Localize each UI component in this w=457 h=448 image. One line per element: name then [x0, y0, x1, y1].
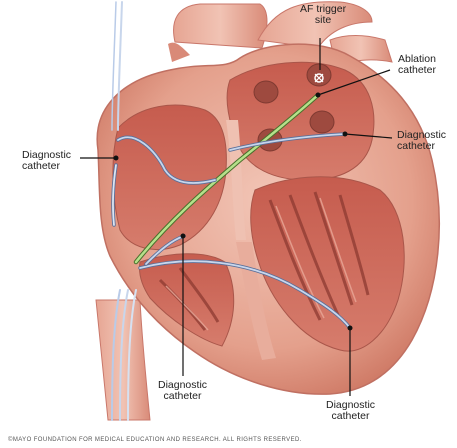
label-af-trigger-site: AF trigger site	[300, 4, 346, 26]
label-diagnostic-catheter-right-upper: Diagnostic catheter	[397, 130, 446, 152]
copyright-notice: ©MAYO FOUNDATION FOR MEDICAL EDUCATION A…	[8, 437, 302, 443]
label-diagnostic-catheter-left: Diagnostic catheter	[22, 150, 71, 172]
label-diagnostic-catheter-bottom-right: Diagnostic catheter	[326, 400, 375, 422]
label-ablation-catheter: Ablation catheter	[398, 54, 436, 76]
label-diagnostic-catheter-bottom-center: Diagnostic catheter	[158, 380, 207, 402]
